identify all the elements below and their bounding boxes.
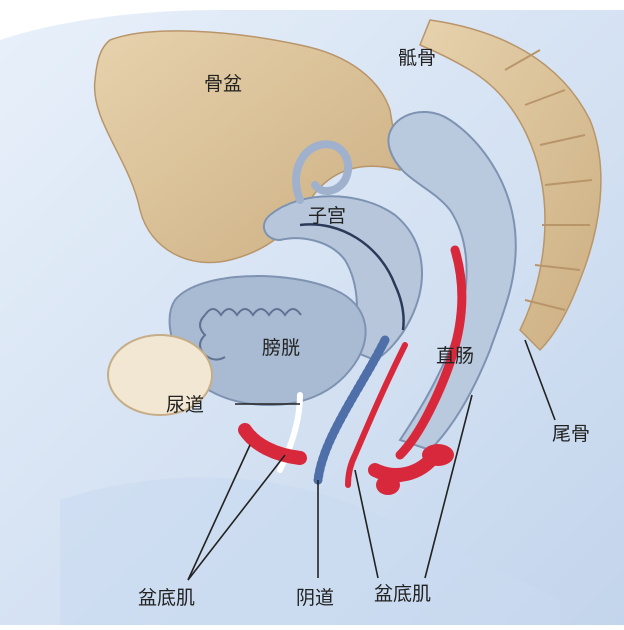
label-bladder: 膀胱 [262, 337, 300, 359]
label-pelvis: 骨盆 [204, 73, 242, 95]
label-coccyx: 尾骨 [552, 423, 590, 445]
label-rectum: 直肠 [436, 345, 474, 367]
label-sacrum: 骶骨 [398, 47, 436, 69]
label-vagina: 阴道 [296, 587, 334, 609]
perineal-muscle [376, 475, 400, 495]
anal-sphincter [422, 444, 454, 466]
label-urethra: 尿道 [166, 394, 204, 416]
label-pelvic-floor-right: 盆底肌 [374, 583, 431, 605]
label-pelvic-floor-left: 盆底肌 [138, 587, 195, 609]
label-uterus: 子宫 [308, 205, 346, 227]
